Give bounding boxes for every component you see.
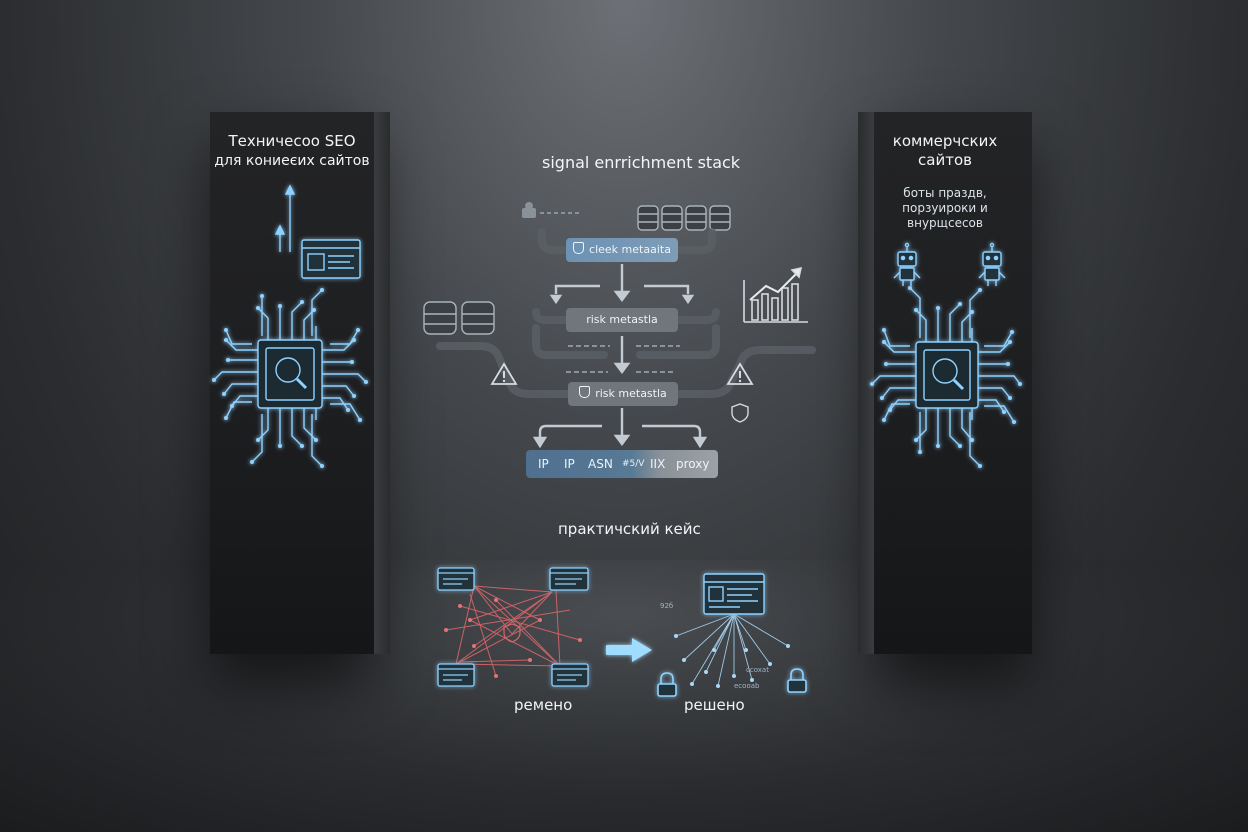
left-chip-dots [212,288,368,468]
after-dashboard-window-icon [703,573,765,615]
left-pillar-side [374,112,390,654]
ip-enrichment-bar: IP IP ASN #5/V IIX proxy [526,450,718,478]
case-heading: практичский кейс [558,520,701,538]
warning-icon-right [726,362,754,385]
transition-arrow-icon [606,638,652,662]
chip-risk-metadata-2-label: risk metastla [595,387,667,400]
right-panel-title-line2: сайтов [918,151,972,169]
right-pillar-side [858,112,874,654]
right-panel-title-line1: коммерчских [892,132,998,150]
right-panel-sub-line3: внурщсесов [907,216,983,230]
right-panel-sub-line1: боты праздв, [903,186,987,200]
right-panel-sub-line2: порзуироки и [902,201,988,215]
pipeline-dashes [566,345,680,373]
shield-icon-small [731,403,749,423]
after-network-dots [674,634,790,688]
lock-icon-right [787,668,807,693]
right-chip-dots [870,286,1022,468]
left-upload-arrows-icon [274,184,296,252]
left-chip-icon [213,289,367,467]
before-network [444,585,582,678]
case-label-3: ecooab [734,682,760,690]
left-browser-window-icon [301,239,361,279]
chip-risk-metadata-1: risk metastla [566,308,678,332]
robot-icon-left [893,242,921,286]
ip-bar-item-2: IP [564,457,575,471]
left-panel-title-line2: для кониеєих сайтов [214,153,370,169]
left-panel-title-line1: Техничесоо SEO [228,132,356,150]
warning-icon-left [490,362,518,385]
ip-bar-item-5: IIX [650,457,666,471]
right-chip-icon [871,287,1021,467]
before-caption: ремено [514,696,573,714]
chip-cleek-metadata: cleek metaaita [566,238,678,262]
ip-bar-item-4: #5/V [622,459,645,469]
before-window-icons [437,567,589,687]
user-icon [522,202,580,218]
stack-heading: signal enrrichment stack [542,153,741,172]
case-label-2: ccoxat [746,666,769,674]
chip-cleek-metadata-label: cleek metaaita [589,243,671,256]
chip-risk-metadata-1-label: risk metastla [586,313,658,326]
ip-bar-item-6: proxy [676,457,710,471]
chip-risk-metadata-2: risk metastla [568,382,678,406]
growth-chart-icon [743,266,808,323]
after-caption: решено [684,696,745,714]
case-label-1: 92б [660,602,674,610]
shield-icon [579,386,591,398]
ip-bar-item-3: ASN [588,457,613,471]
database-icons-left [423,301,495,335]
ip-bar-item-1: IP [538,457,549,471]
lock-icon-left [657,672,677,697]
floor [0,560,1248,832]
pipeline-arrows [532,264,708,449]
shield-icon [573,242,585,254]
database-icons-top [637,205,731,231]
after-network [675,613,789,687]
robot-icon-right [978,242,1006,286]
